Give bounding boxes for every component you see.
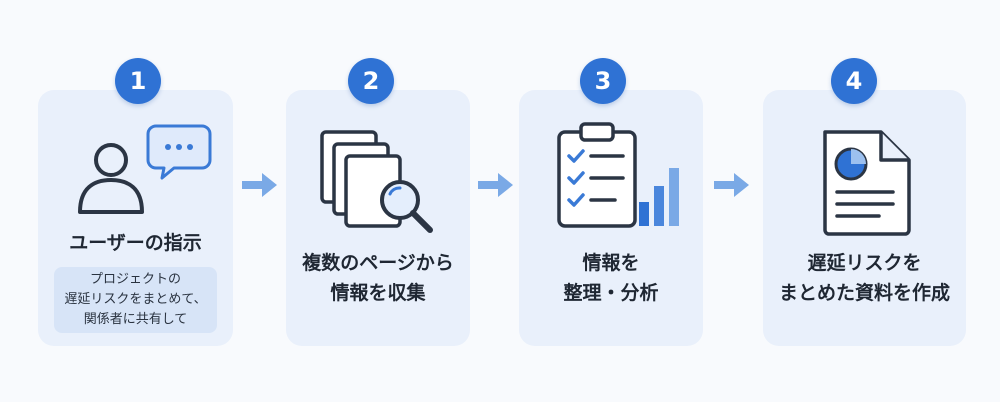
step-2-badge: 2 xyxy=(348,58,394,104)
report-document-icon xyxy=(823,130,911,236)
clipboard-chart-icon xyxy=(557,122,679,228)
step-1-title: ユーザーの指示 xyxy=(69,232,202,254)
step-3-card: 情報を 整理・分析 xyxy=(519,90,703,346)
arrow-right-icon xyxy=(242,173,277,197)
step-2-card: 複数のページから 情報を収集 xyxy=(286,90,470,346)
arrow-right-icon xyxy=(478,173,513,197)
user-instruction-box: プロジェクトの 遅延リスクをまとめて、 関係者に共有して xyxy=(54,267,217,333)
step-2-title: 複数のページから 情報を収集 xyxy=(302,252,454,304)
arrow-right-icon xyxy=(714,173,749,197)
step-4-badge: 4 xyxy=(831,58,877,104)
step-1-badge: 1 xyxy=(115,58,161,104)
step-4-card: 遅延リスクを まとめた資料を作成 xyxy=(763,90,966,346)
step-3-title: 情報を 整理・分析 xyxy=(563,252,659,304)
user-chat-icon xyxy=(78,124,212,214)
step-1-card: ユーザーの指示 プロジェクトの 遅延リスクをまとめて、 関係者に共有して xyxy=(38,90,233,346)
step-4-title: 遅延リスクを まとめた資料を作成 xyxy=(778,252,950,304)
documents-search-icon xyxy=(320,130,433,233)
step-3-badge: 3 xyxy=(580,58,626,104)
